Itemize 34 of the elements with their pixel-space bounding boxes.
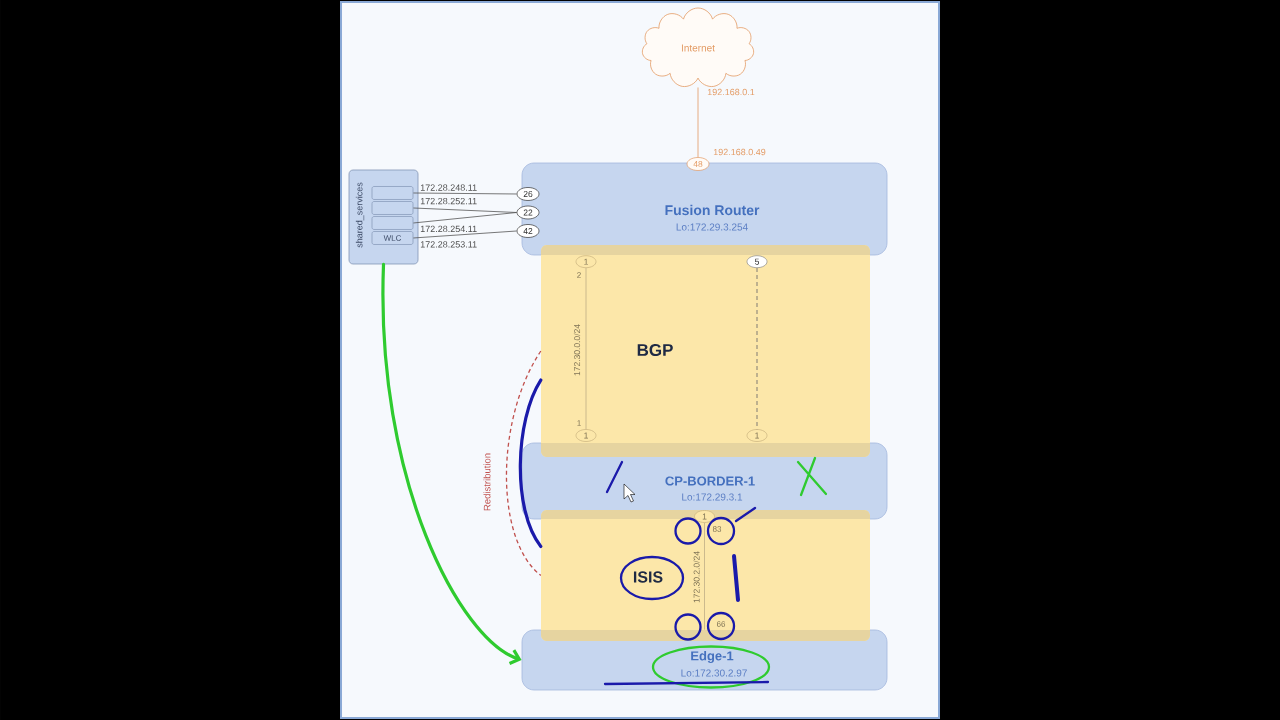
connector-line [412, 192, 518, 195]
service-box [371, 186, 414, 200]
port-badge: 42 [516, 224, 540, 238]
connector-line [704, 522, 705, 630]
service-box [371, 201, 414, 215]
interface-number: 1 [577, 420, 581, 426]
interface-number: 66 [716, 621, 726, 627]
edge-label: 172.30.2.0/24 [693, 551, 700, 603]
port-badge: 1 [575, 429, 597, 442]
interface-number: 83 [712, 526, 722, 532]
port-badge: 1 [694, 510, 715, 523]
service-box: WLC [371, 231, 414, 245]
edge-label: 172.28.252.11 [420, 197, 477, 205]
edge-label: 172.30.0.0/24 [573, 324, 581, 376]
service-box [371, 216, 414, 230]
connector-line [412, 212, 518, 224]
port-badge: 26 [516, 187, 540, 201]
arrow [381, 262, 522, 665]
connector-line [412, 230, 518, 239]
port-badge: 1 [575, 255, 597, 269]
edge-label: 172.28.254.11 [420, 225, 477, 233]
interface-number: 2 [577, 272, 581, 278]
port-badge: 5 [746, 255, 768, 269]
pen-stroke [518, 378, 543, 549]
port-badge: 22 [516, 205, 540, 220]
edge-label: 172.28.248.11 [420, 184, 477, 191]
port-badge: 1 [746, 429, 768, 442]
cloud: Internet [641, 7, 755, 87]
port-badge: 48 [686, 157, 710, 171]
edge-label: 172.28.253.11 [420, 241, 477, 248]
connector-line [505, 350, 542, 577]
edge-label: Redistribution [483, 453, 491, 511]
ip-label: 192.168.0.49 [713, 148, 766, 156]
ip-label: 192.168.0.1 [707, 88, 755, 96]
